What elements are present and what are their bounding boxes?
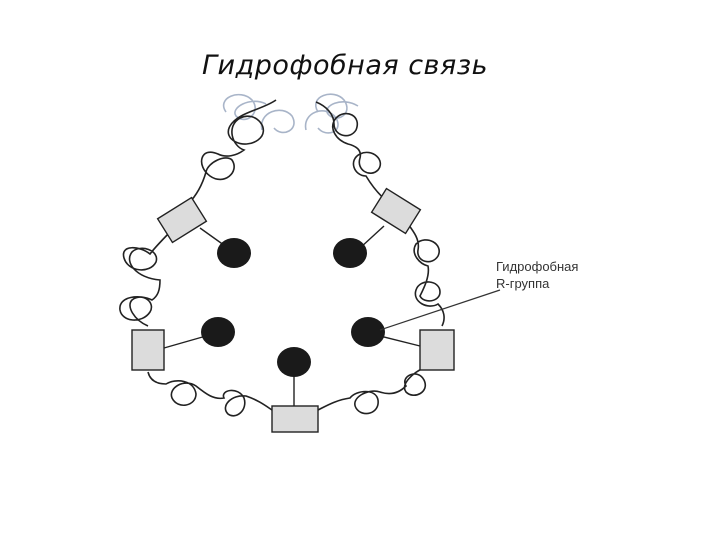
polypeptide-chain	[119, 99, 445, 417]
residue-upper-left	[156, 196, 208, 244]
residue-bottom	[271, 405, 319, 433]
r-group-bottom	[277, 347, 311, 377]
callout-label-line2: R-группа	[496, 276, 550, 291]
r-group-left	[201, 317, 235, 347]
residue-upper-right	[370, 187, 422, 235]
residue-left	[131, 329, 165, 371]
r-group-right	[351, 317, 385, 347]
r-group-upper-left	[217, 238, 251, 268]
side-chain-bonds	[163, 225, 421, 406]
hydrophobic-r-groups	[201, 238, 385, 377]
callout-label-line1: Гидрофобная	[496, 259, 578, 274]
faded-top-loops	[222, 93, 359, 134]
residue-right	[419, 329, 455, 371]
slide-title: Гидрофобная связь	[202, 50, 488, 81]
callout-leader-line	[379, 289, 501, 331]
r-group-upper-right	[333, 238, 367, 268]
chain-residues	[131, 187, 455, 433]
